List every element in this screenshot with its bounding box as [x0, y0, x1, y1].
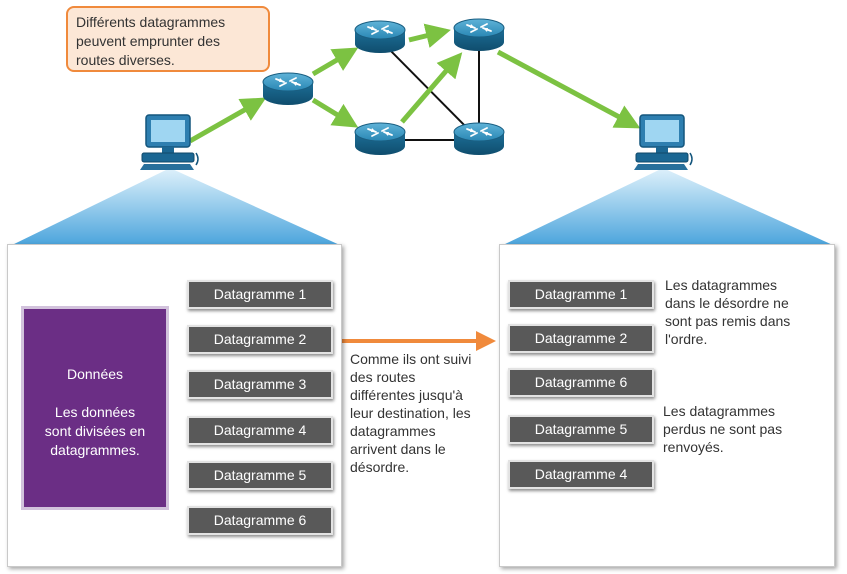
- source-datagram: Datagramme 3: [187, 370, 333, 399]
- destination-datagram: Datagramme 5: [508, 415, 654, 444]
- note-line: sont pas remis dans: [665, 313, 791, 329]
- note-line: Les datagrammes: [665, 277, 778, 293]
- destination-panel: [499, 244, 835, 567]
- source-datagram: Datagramme 4: [187, 416, 333, 445]
- unordered-note: Les datagrammes dans le désordre ne sont…: [665, 276, 790, 348]
- computer-icon: [633, 114, 693, 171]
- explanation-line: désordre.: [350, 459, 410, 475]
- note-line: l'ordre.: [665, 331, 708, 347]
- data-description: sont divisées en: [44, 423, 146, 439]
- note-line: perdus ne sont pas: [663, 421, 783, 437]
- explanation-line: différentes jusqu'à: [350, 387, 463, 403]
- destination-datagram: Datagramme 4: [508, 460, 654, 489]
- router-icon: [453, 18, 505, 52]
- data-description: datagrammes.: [50, 442, 140, 458]
- source-datagram: Datagramme 1: [187, 280, 333, 309]
- explanation-line: datagrammes: [350, 423, 436, 439]
- note-line: Les datagrammes: [663, 403, 776, 419]
- note-line: renvoyés.: [663, 439, 724, 455]
- computer-icon: [139, 114, 199, 171]
- source-datagram: Datagramme 2: [187, 325, 333, 354]
- data-title: Données: [66, 366, 124, 382]
- source-datagram: Datagramme 6: [187, 506, 333, 535]
- explanation-line: des routes: [350, 369, 416, 385]
- left-projection-beam: [10, 168, 342, 246]
- router-icon: [354, 20, 406, 54]
- routes-callout: Différents datagrammes peuvent emprunter…: [66, 6, 270, 72]
- explanation-line: leur destination, les: [350, 405, 471, 421]
- explanation-line: Comme ils ont suivi: [350, 351, 472, 367]
- destination-datagram: Datagramme 6: [508, 368, 654, 397]
- callout-line: peuvent emprunter des: [76, 33, 220, 49]
- datagram-routes: [188, 23, 641, 144]
- data-description: Les données: [54, 404, 136, 420]
- router-icon: [453, 122, 505, 156]
- data-block: Données Les données sont divisées en dat…: [21, 306, 169, 510]
- explanation-line: arrivent dans le: [350, 441, 446, 457]
- callout-line: routes diverses.: [76, 52, 175, 68]
- right-projection-beam: [501, 168, 835, 246]
- destination-datagram: Datagramme 1: [508, 280, 654, 309]
- router-icon: [354, 122, 406, 156]
- callout-line: Différents datagrammes: [76, 14, 226, 30]
- source-datagram: Datagramme 5: [187, 461, 333, 490]
- router-icon: [262, 72, 314, 106]
- note-line: dans le désordre ne: [665, 295, 789, 311]
- disorder-explanation: Comme ils ont suivi des routes différent…: [350, 350, 471, 476]
- destination-datagram: Datagramme 2: [508, 324, 654, 353]
- lost-datagrams-note: Les datagrammes perdus ne sont pas renvo…: [663, 402, 782, 456]
